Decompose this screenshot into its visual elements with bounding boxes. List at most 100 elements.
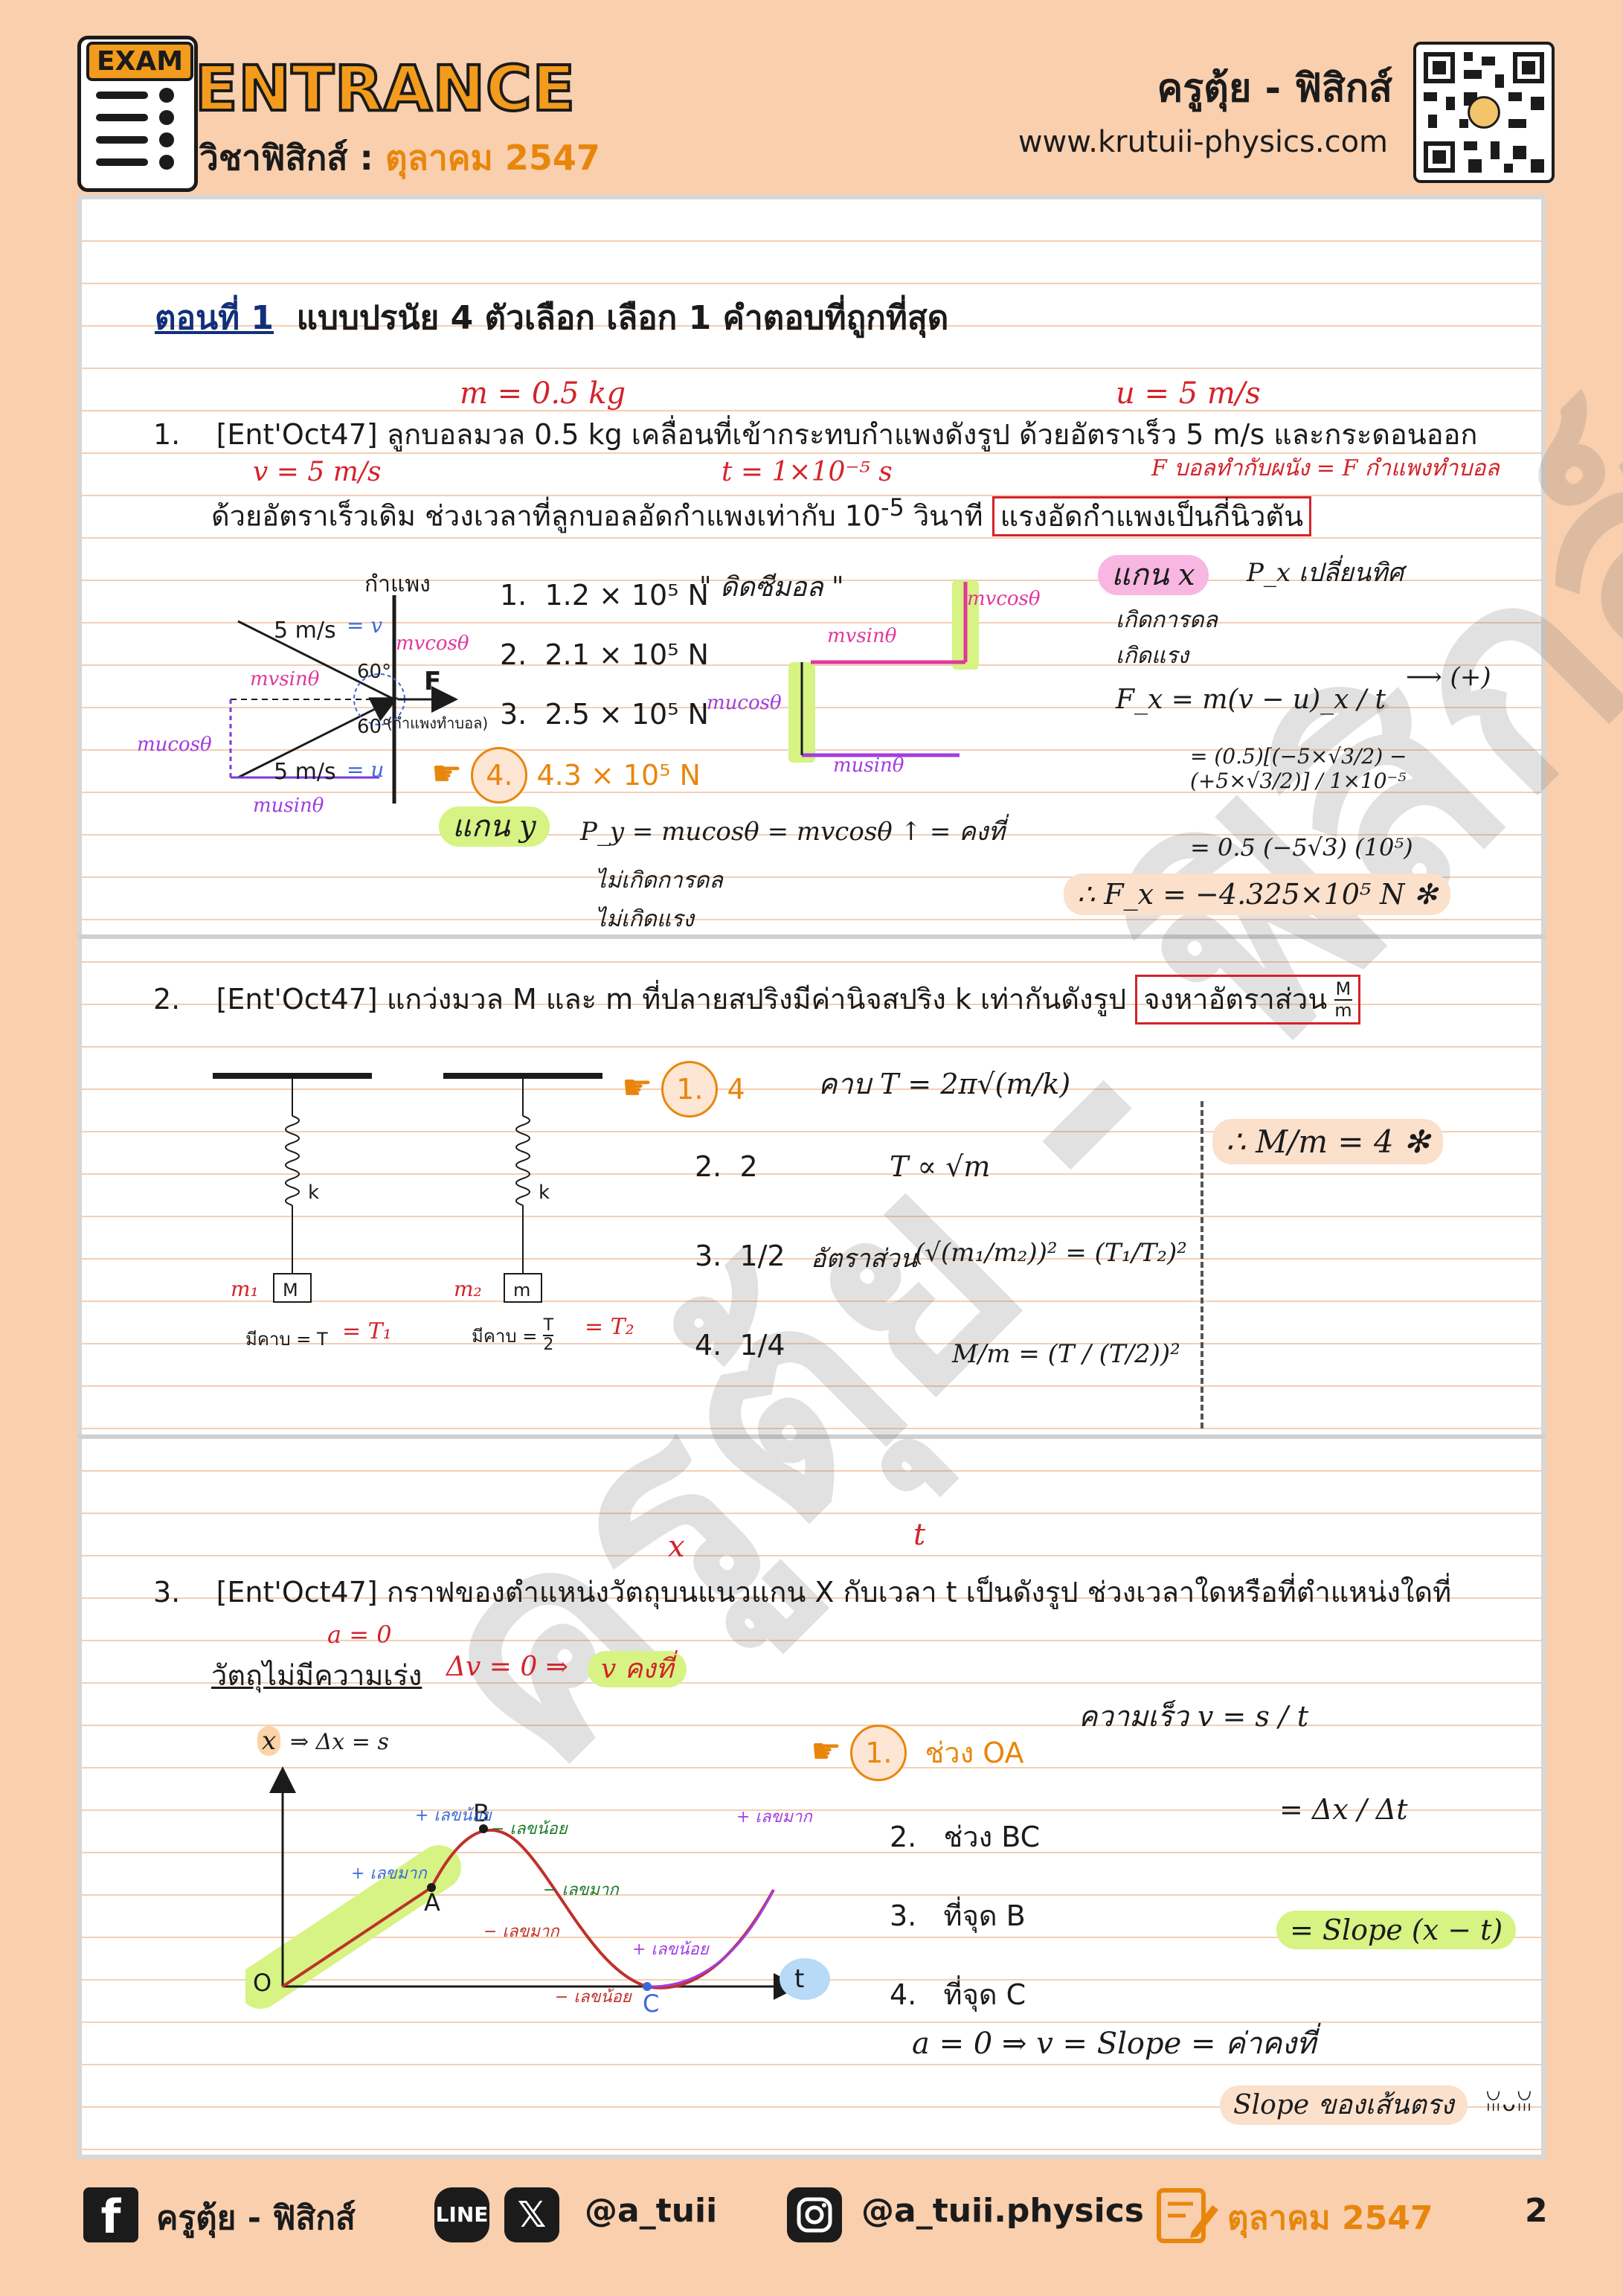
- q2-choice-1-correct[interactable]: ☛ 1. 4: [622, 1061, 745, 1117]
- q1-choice-2[interactable]: 2. 2.1 × 10⁵ N: [500, 638, 709, 671]
- choice-num: 3.: [695, 1240, 722, 1272]
- ink-m1: m₁: [231, 1277, 259, 1301]
- website-link[interactable]: www.krutuii-physics.com: [1018, 125, 1388, 159]
- ink-speed: ความเร็ว v = s / t: [1079, 1700, 1309, 1733]
- q1-choice-1[interactable]: 1. 1.2 × 10⁵ N: [500, 579, 709, 612]
- period-right-prefix: มีคาบ =: [472, 1325, 538, 1347]
- graph-ann-1: + เลขมาก: [351, 1864, 427, 1883]
- ink-straight-line: Slope ของเส้นตรง: [1220, 2083, 1468, 2126]
- ink-ratio-1: (√(m₁/m₂))² = (T₁/T₂)²: [915, 1238, 1187, 1268]
- footer-instagram[interactable]: @a_tuii.physics: [861, 2192, 1144, 2230]
- frac-bottom: 2: [543, 1335, 554, 1355]
- q1-choice-3[interactable]: 3. 2.5 × 10⁵ N: [500, 698, 709, 731]
- ink-slope: = Slope (x − t): [1276, 1911, 1517, 1949]
- choice-num: 2.: [500, 638, 527, 671]
- ink-final: a = 0 ⇒ v = Slope = ค่าคงที่: [912, 2027, 1317, 2061]
- q2-choice-4[interactable]: 4. 1/4: [695, 1329, 785, 1362]
- force-label: F: [424, 667, 442, 696]
- wall-label: กำแพง: [364, 571, 431, 597]
- ink-ucos-2: mucosθ: [707, 692, 782, 714]
- choice-text: 1/4: [739, 1329, 785, 1362]
- ink-ratio-label: อัตราส่วน: [811, 1244, 917, 1274]
- q2-springs: [208, 1071, 625, 1320]
- frac-bottom: m: [1334, 999, 1352, 1021]
- ink-vcos-2: mvcosθ: [967, 588, 1041, 610]
- mass-right: m: [513, 1280, 531, 1301]
- graph-point-b: B: [473, 1799, 489, 1827]
- choice-num: 3.: [500, 698, 527, 731]
- pointing-hand-icon: ☛: [811, 1731, 842, 1771]
- q1-line2: ด้วยอัตราเร็วเดิม ช่วงเวลาที่ลูกบอลอัดกำ…: [211, 491, 1312, 538]
- dashed-divider: [1201, 1101, 1203, 1428]
- q2-num: 2.: [153, 983, 181, 1016]
- ink-t1: = T₁: [342, 1318, 392, 1344]
- choice-num: 2.: [695, 1150, 722, 1183]
- footer-date: ตุลาคม 2547: [1227, 2199, 1433, 2237]
- q3-choice-3[interactable]: 3. ที่จุด B: [890, 1893, 1026, 1938]
- ink-t2: = T₂: [585, 1314, 634, 1340]
- graph-origin: O: [253, 1969, 272, 1997]
- ink-q2-result: ∴ M/m = 4 ✻: [1212, 1119, 1444, 1164]
- q1-line2a: ด้วยอัตราเร็วเดิม ช่วงเวลาที่ลูกบอลอัดกำ…: [211, 499, 881, 533]
- q1-diagram: [134, 565, 506, 814]
- graph-ann-8: + เลขมาก: [736, 1808, 812, 1827]
- x-icon[interactable]: 𝕏: [504, 2187, 559, 2242]
- exam-tag: EXAM: [86, 42, 194, 81]
- ink-usin-2: musinθ: [833, 754, 904, 777]
- period-right-frac: T 2: [543, 1316, 554, 1355]
- graph-ann-3: − เลขน้อย: [491, 1820, 568, 1838]
- ink-vsin-2: mvsinθ: [827, 625, 897, 647]
- angle-bottom: 60°: [357, 716, 392, 738]
- q3-choice-1-correct[interactable]: ☛ 1. ช่วง OA: [811, 1725, 1024, 1781]
- smile-icon: ꈍᴗꈍ: [1485, 2091, 1534, 2117]
- qr-code-icon[interactable]: [1413, 42, 1555, 183]
- q1-line1: 1. [Ent'Oct47] ลูกบอลมวล 0.5 kg เคลื่อนท…: [153, 414, 1514, 456]
- spring-k-right: k: [539, 1181, 550, 1204]
- q3-choice-2[interactable]: 2. ช่วง BC: [890, 1814, 1040, 1859]
- q1-text: [Ent'Oct47] ลูกบอลมวล 0.5 kg เคลื่อนที่เ…: [216, 418, 1478, 451]
- q2-choice-2[interactable]: 2. 2: [695, 1150, 758, 1183]
- line-icon[interactable]: LINE: [434, 2187, 489, 2242]
- section-heading: ตอนที่ 1 แบบปรนัย 4 ตัวเลือก เลือก 1 คำต…: [155, 292, 948, 344]
- q2-text: [Ent'Oct47] แกว่งมวล M และ m ที่ปลายสปริ…: [216, 983, 1127, 1016]
- q2-choice-3[interactable]: 3. 1/2: [695, 1240, 785, 1272]
- q1-num: 1.: [153, 418, 181, 451]
- footer-handle[interactable]: @a_tuii: [585, 2192, 718, 2230]
- q3-choice-4[interactable]: 4. ที่จุด C: [890, 1972, 1026, 2017]
- footer-facebook[interactable]: ครูตุ้ย - ฟิสิกส์: [156, 2199, 356, 2237]
- ink-graph-x: x: [257, 1726, 281, 1756]
- choice-text: 4.3 × 10⁵ N: [536, 759, 701, 792]
- ink-force-pair: F บอลทำกับผนัง = F กำแพงทำบอล: [1151, 455, 1500, 481]
- q1-exponent: -5: [881, 495, 904, 522]
- q1-question-box: แรงอัดกำแพงเป็นกี่นิวตัน: [992, 496, 1312, 536]
- q2-boxed-text: จงหาอัตราส่วน: [1143, 983, 1328, 1016]
- graph-ann-7: + เลขน้อย: [632, 1940, 709, 1959]
- facebook-icon[interactable]: f: [83, 2187, 138, 2244]
- section-text: แบบปรนัย 4 ตัวเลือก เลือก 1 คำตอบที่ถูกท…: [296, 299, 949, 337]
- graph-ann-2: + เลขน้อย: [415, 1806, 492, 1825]
- force-note: (กำแพงทำบอล): [387, 714, 489, 732]
- choice-text: 4: [727, 1073, 745, 1106]
- momentum-sketch: [788, 573, 1056, 769]
- choice-text: 2: [739, 1150, 758, 1183]
- ink-x-note-2: เกิดแรง: [1116, 643, 1189, 669]
- ink-period-formula: คาบ T = 2π√(m/k): [818, 1068, 1071, 1100]
- ink-v: v = 5 m/s: [253, 457, 382, 487]
- choice-text: ที่จุด C: [943, 1978, 1026, 2011]
- spring-k-left: k: [308, 1181, 320, 1204]
- ink-dxdt: = Δx / Δt: [1279, 1793, 1408, 1826]
- ink-fx: F_x = m(v − u)_x / t: [1116, 684, 1386, 715]
- subject-date: ตุลาคม 2547: [385, 138, 600, 178]
- ink-x-note-1: เกิดการดล: [1116, 607, 1218, 633]
- choice-text: ช่วง OA: [925, 1737, 1024, 1769]
- graph-t-axis: t: [794, 1964, 805, 1994]
- ink-u-label: = u: [347, 757, 385, 782]
- choice-text: 1/2: [739, 1240, 785, 1272]
- ink-v-const: v คงที่: [588, 1647, 687, 1690]
- ink-a0: a = 0: [327, 1620, 392, 1649]
- q1-choice-4-correct[interactable]: ☛ 4. 4.3 × 10⁵ N: [431, 747, 701, 804]
- q3-line2: วัตถุไม่มีความเร่ง: [211, 1659, 422, 1692]
- ink-dv: Δv = 0 ⇒: [446, 1652, 568, 1682]
- q2-fraction: M m: [1334, 979, 1352, 1020]
- instagram-icon[interactable]: [787, 2187, 842, 2242]
